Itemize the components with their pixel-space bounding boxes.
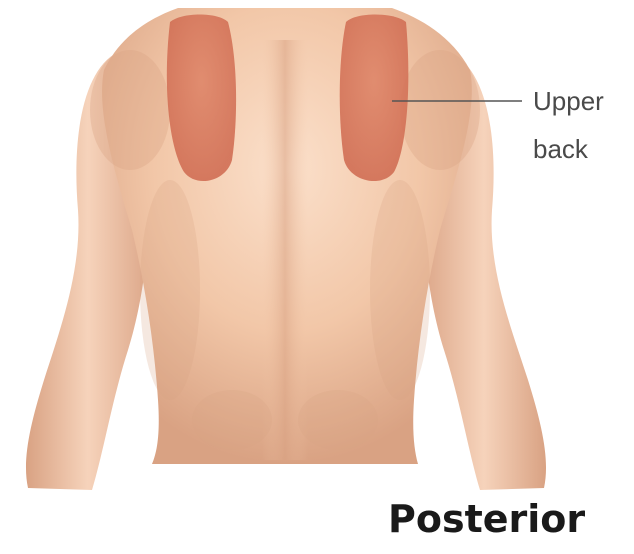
right-shoulder-shade — [400, 50, 480, 170]
left-shoulder-shade — [90, 50, 170, 170]
callout-label-upper: Upper — [533, 88, 604, 114]
left-lat-shade — [140, 180, 200, 400]
spine-groove — [262, 40, 308, 460]
upper-back-region-right — [340, 15, 409, 182]
right-lat-shade — [370, 180, 430, 400]
lower-back-shade-left — [192, 390, 272, 450]
lower-back-shade-right — [298, 390, 378, 450]
view-label: Posterior — [388, 500, 585, 538]
upper-back-region-left — [167, 15, 236, 182]
callout-label-back: back — [533, 136, 588, 162]
